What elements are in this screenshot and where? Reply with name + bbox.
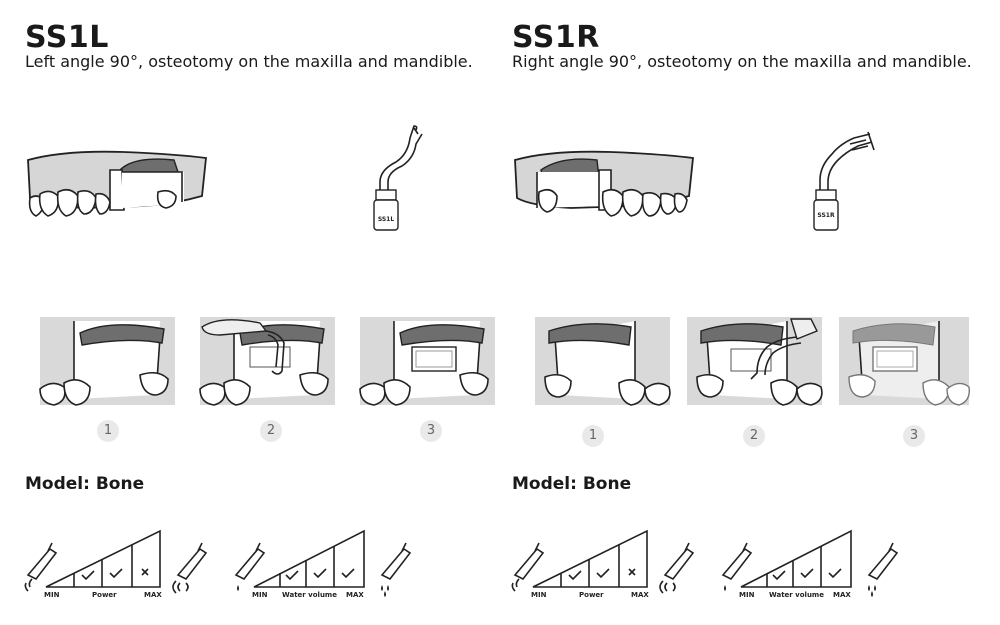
step-panel-2 (687, 317, 823, 406)
ultrasonic-handpiece-icon (867, 542, 899, 597)
ultrasonic-handpiece-icon (380, 542, 412, 597)
check-icon (285, 570, 299, 581)
step-panel-1 (39, 317, 175, 406)
cross-icon (141, 568, 149, 576)
section-description: Left angle 90°, osteotomy on the maxilla… (25, 52, 473, 71)
tip-label: SS1R (817, 212, 835, 219)
check-icon (568, 570, 582, 581)
step-number-1: 1 (582, 425, 604, 447)
jaw-illustration (514, 150, 694, 217)
check-icon (772, 570, 786, 581)
ultrasonic-handpiece-icon (172, 542, 208, 594)
step-number-2: 2 (260, 420, 282, 442)
model-label: Model: Bone (512, 474, 632, 494)
cross-icon (628, 568, 636, 576)
ultrasonic-handpiece-icon (659, 542, 695, 594)
tip-label: SS1L (378, 216, 395, 223)
power-max-label: MAX (631, 591, 649, 599)
ultrasonic-handpiece-icon (234, 542, 266, 591)
check-icon (109, 568, 123, 579)
water-name-label: Water volume (769, 591, 824, 599)
section-title: SS1R (512, 20, 600, 55)
check-icon (828, 568, 842, 579)
section-ss1l: SS1L Left angle 90°, osteotomy on the ma… (0, 0, 495, 625)
step-panel-3 (839, 317, 970, 406)
water-min-label: MIN (252, 591, 268, 599)
water-volume-scale: MIN Water volume MAX (721, 529, 899, 599)
step-number-1: 1 (97, 420, 119, 442)
step-panel-2 (199, 317, 335, 406)
step-panel-1 (535, 317, 671, 406)
water-max-label: MAX (346, 591, 364, 599)
check-icon (596, 568, 610, 579)
water-name-label: Water volume (282, 591, 337, 599)
ultrasonic-handpiece-icon (721, 542, 753, 591)
section-title: SS1L (25, 20, 109, 55)
step-panel-3 (359, 317, 495, 406)
check-icon (313, 568, 327, 579)
power-name-label: Power (579, 591, 604, 599)
section-ss1r: SS1R Right angle 90°, osteotomy on the m… (487, 0, 977, 625)
power-scale: MIN Power MAX (511, 529, 695, 599)
step-number-3: 3 (903, 425, 925, 447)
model-label: Model: Bone (25, 474, 145, 494)
ultrasonic-handpiece-icon (24, 542, 58, 592)
check-icon (341, 568, 355, 579)
ss1r-tip-icon: SS1R (813, 131, 875, 231)
power-min-label: MIN (531, 591, 547, 599)
check-icon (81, 570, 95, 581)
water-volume-scale: MIN Water volume MAX (234, 529, 412, 599)
jaw-illustration (27, 150, 207, 217)
water-min-label: MIN (739, 591, 755, 599)
check-icon (800, 568, 814, 579)
step-number-2: 2 (743, 425, 765, 447)
ss1l-tip-icon: SS1L (373, 125, 423, 231)
ultrasonic-handpiece-icon (511, 542, 545, 592)
water-max-label: MAX (833, 591, 851, 599)
power-name-label: Power (92, 591, 117, 599)
power-max-label: MAX (144, 591, 162, 599)
power-min-label: MIN (44, 591, 60, 599)
power-scale: MIN Power MAX (24, 529, 208, 599)
section-description: Right angle 90°, osteotomy on the maxill… (512, 52, 972, 71)
step-number-3: 3 (420, 420, 442, 442)
